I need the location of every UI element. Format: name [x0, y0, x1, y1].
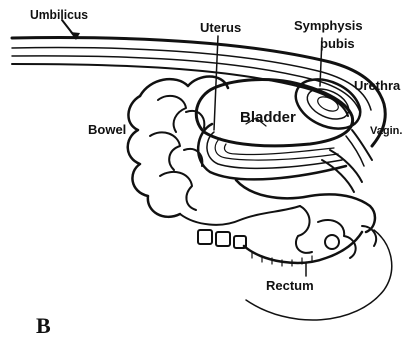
bladder-label: Bladder [240, 109, 296, 126]
uterus-label: Uterus [200, 20, 241, 35]
abdominal-wall [12, 38, 385, 146]
panel-letter: B [36, 313, 51, 338]
urethra-shape [346, 130, 372, 166]
bowel-label: Bowel [88, 122, 126, 137]
umbilicus-label: Umbilicus [30, 7, 88, 22]
symphysis-label-line1: Symphysis [294, 18, 363, 33]
urethra-label: Urethra [354, 78, 401, 93]
rectum-label: Rectum [266, 278, 314, 293]
vagina-label: Vagin. [370, 125, 402, 137]
pelvic-floor-shape [236, 180, 376, 258]
uterus-shape [198, 36, 346, 179]
symphysis-label-line2: pubis [320, 36, 355, 51]
bowel-shape [128, 77, 300, 225]
rectum-shape [244, 230, 392, 320]
sacrum-shape [198, 230, 246, 248]
